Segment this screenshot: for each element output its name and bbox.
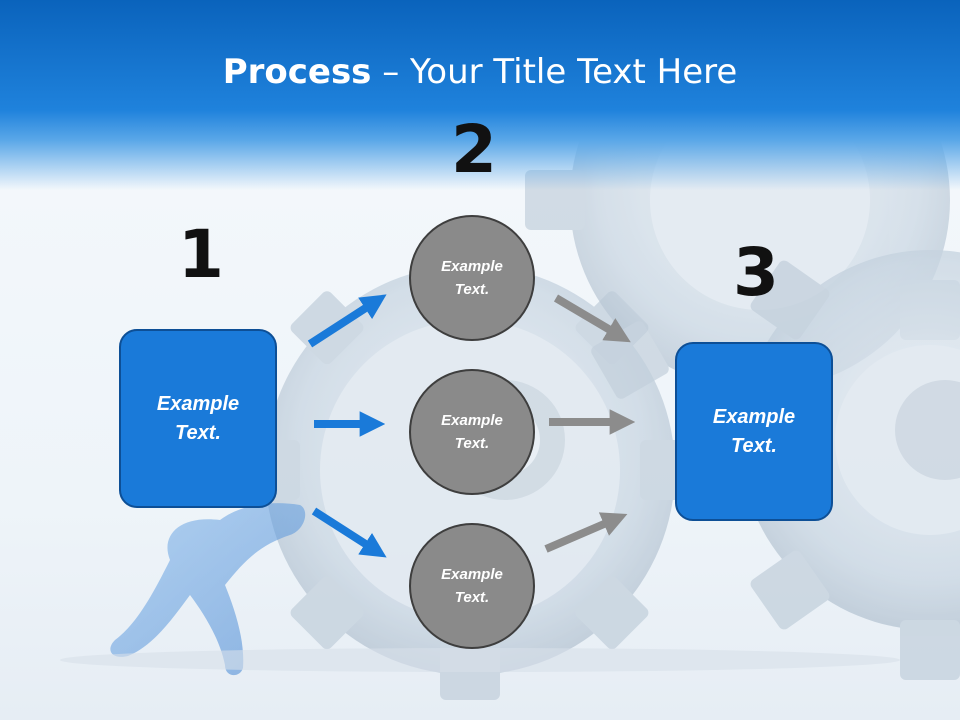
step-number-2: 2: [451, 111, 497, 188]
circle-top-line1: Example: [441, 258, 503, 275]
title-rest: – Your Title Text Here: [371, 52, 738, 92]
circle-top-line2: Text.: [454, 281, 490, 298]
title-bold: Process: [222, 52, 372, 92]
arrow-1-to-bottom: [311, 507, 387, 558]
step-number-3: 3: [733, 234, 779, 311]
circle-bottom-line1: Example: [441, 566, 503, 583]
circle-middle-line1: Example: [441, 412, 503, 429]
step-3-line1: Example: [712, 405, 796, 428]
circle-bottom-line2: Text.: [454, 589, 490, 606]
pushing-figure-icon: [110, 503, 306, 676]
step-1-line1: Example: [156, 392, 240, 415]
step-1-line2: Text.: [175, 421, 221, 444]
arrow-top-to-3: [553, 294, 631, 343]
slide-title: Process – Your Title Text Here: [0, 52, 960, 92]
title-bar: [0, 0, 960, 190]
step-number-1: 1: [178, 216, 224, 293]
arrow-1-to-top: [307, 294, 387, 348]
arrow-bottom-to-3: [544, 512, 628, 553]
step-3-line2: Text.: [731, 434, 777, 457]
circle-middle-line2: Text.: [454, 435, 490, 452]
